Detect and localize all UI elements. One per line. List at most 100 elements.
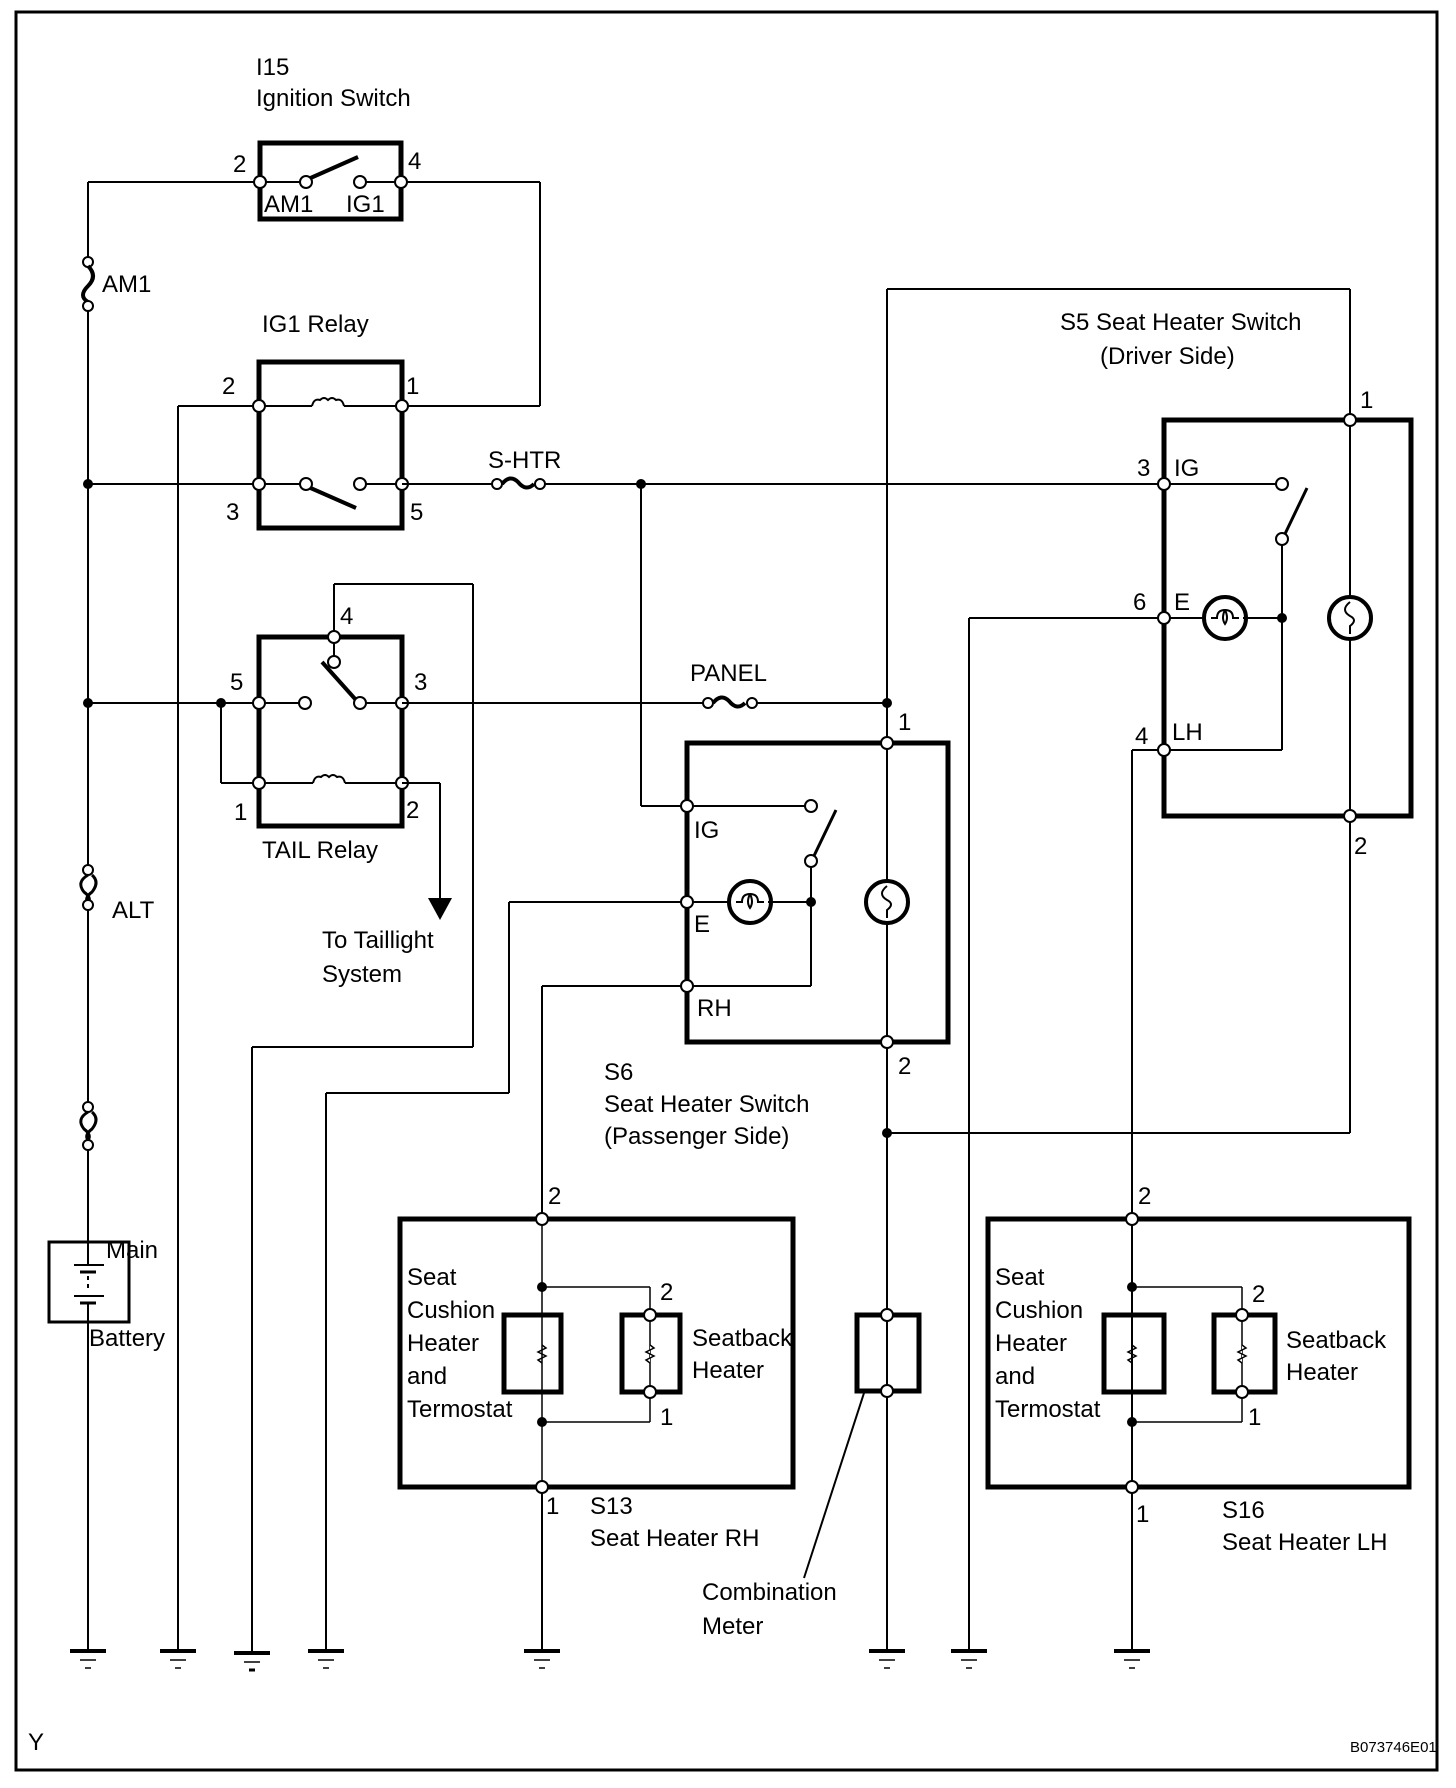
s16-inner-pin-1: 1 <box>1248 1404 1261 1431</box>
s13-pin-1: 1 <box>546 1493 559 1520</box>
ground-icon <box>1114 1649 1150 1669</box>
terminal <box>535 1480 549 1494</box>
fuse-am1-label: AM1 <box>102 271 151 298</box>
terminal <box>394 175 408 189</box>
s13-name: Seat Heater RH <box>590 1525 759 1552</box>
terminal <box>1275 532 1289 546</box>
s13-inner-pin-2: 2 <box>660 1279 673 1306</box>
terminal <box>680 979 694 993</box>
terminal <box>1157 743 1171 757</box>
resistor-icon <box>1236 1344 1248 1364</box>
cushion-label-line: Seat <box>995 1264 1045 1291</box>
s13-code: S13 <box>590 1493 633 1520</box>
fuse-alt-label: ALT <box>112 897 155 924</box>
terminal <box>253 175 267 189</box>
s5-terminal-lh: LH <box>1172 719 1203 746</box>
s5-pin-6: 6 <box>1133 589 1146 616</box>
terminal <box>395 399 409 413</box>
s5-pin-4: 4 <box>1135 723 1148 750</box>
ground-icon <box>234 1651 270 1672</box>
junction <box>1277 613 1287 623</box>
terminal <box>491 478 503 490</box>
switch-blade <box>305 155 359 182</box>
terminal <box>1235 1308 1249 1322</box>
taillight-label-line1: To Taillight <box>322 927 434 954</box>
s5-pin-1: 1 <box>1360 387 1373 414</box>
lamp-filament <box>1344 601 1355 634</box>
terminal <box>804 854 818 868</box>
tail-relay-pin-1: 1 <box>234 799 247 826</box>
ground-icon <box>951 1649 987 1669</box>
s5-subtitle: (Driver Side) <box>1100 343 1235 370</box>
tail-relay-label: TAIL Relay <box>262 837 378 864</box>
relay-contact <box>320 660 358 702</box>
s5-pin-2: 2 <box>1354 833 1367 860</box>
s6-terminal-ig: IG <box>694 817 719 844</box>
taillight-label-line2: System <box>322 961 402 988</box>
terminal <box>643 1385 657 1399</box>
s5-terminal-ig: IG <box>1174 455 1199 482</box>
ig1-relay-pin-3: 3 <box>226 499 239 526</box>
ig1-relay-label: IG1 Relay <box>262 311 369 338</box>
junction <box>83 698 93 708</box>
junction <box>806 897 816 907</box>
terminal <box>1343 413 1357 427</box>
tail-relay-pin-4: 4 <box>340 603 353 630</box>
terminal <box>252 776 266 790</box>
terminal <box>82 899 94 911</box>
ground-symbols <box>70 1649 1150 1672</box>
terminal <box>252 399 266 413</box>
lamp-filament <box>881 885 892 918</box>
indicator-lamp-icon <box>1202 595 1248 641</box>
terminal <box>643 1308 657 1322</box>
ground-icon <box>160 1649 196 1669</box>
terminal <box>1343 809 1357 823</box>
terminal <box>1125 1212 1139 1226</box>
s13-heater-box <box>397 1216 796 1490</box>
fuse-icon <box>711 695 747 709</box>
fuse-s-htr-label: S-HTR <box>488 447 561 474</box>
battery-label: Battery <box>89 1325 165 1352</box>
combination-meter-label-line2: Meter <box>702 1613 763 1640</box>
relay-coil-icon <box>311 397 345 407</box>
cushion-label-line: Cushion <box>407 1297 495 1324</box>
combination-meter-label-line1: Combination <box>702 1579 837 1606</box>
terminal <box>1235 1385 1249 1399</box>
s13-inner-pin-1: 1 <box>660 1404 673 1431</box>
terminal <box>1157 611 1171 625</box>
terminal <box>353 175 367 189</box>
terminal <box>746 697 758 709</box>
indicator-lamp-icon <box>864 879 910 925</box>
terminal <box>353 696 367 710</box>
corner-mark: Y <box>28 1729 44 1756</box>
terminal <box>252 696 266 710</box>
resistor-icon <box>536 1344 548 1364</box>
ignition-switch-am1: AM1 <box>264 191 313 218</box>
seatback-label-line: Heater <box>1286 1359 1358 1386</box>
terminal <box>82 256 94 268</box>
ig1-relay-pin-1: 1 <box>406 373 419 400</box>
s16-name: Seat Heater LH <box>1222 1529 1387 1556</box>
resistor-icon <box>1126 1344 1138 1364</box>
s16-pin-1: 1 <box>1136 1501 1149 1528</box>
s6-terminal-rh: RH <box>697 995 732 1022</box>
s6-pin-2: 2 <box>898 1053 911 1080</box>
cushion-heater-element <box>501 1312 564 1395</box>
resistor-icon <box>644 1344 656 1364</box>
s6-title: Seat Heater Switch <box>604 1091 809 1118</box>
s6-terminal-e: E <box>694 911 710 938</box>
s16-heater-box <box>985 1216 1412 1490</box>
ground-icon <box>308 1649 344 1669</box>
junction <box>882 1128 892 1138</box>
ig1-relay-pin-5: 5 <box>410 499 423 526</box>
ground-icon <box>869 1649 905 1669</box>
indicator-lamp-icon <box>1327 595 1373 641</box>
s16-pin-2: 2 <box>1138 1183 1151 1210</box>
terminal <box>1157 477 1171 491</box>
terminal <box>534 478 546 490</box>
terminal <box>680 895 694 909</box>
junction <box>83 479 93 489</box>
terminal <box>82 1101 94 1113</box>
cushion-label-line: Seat <box>407 1264 457 1291</box>
